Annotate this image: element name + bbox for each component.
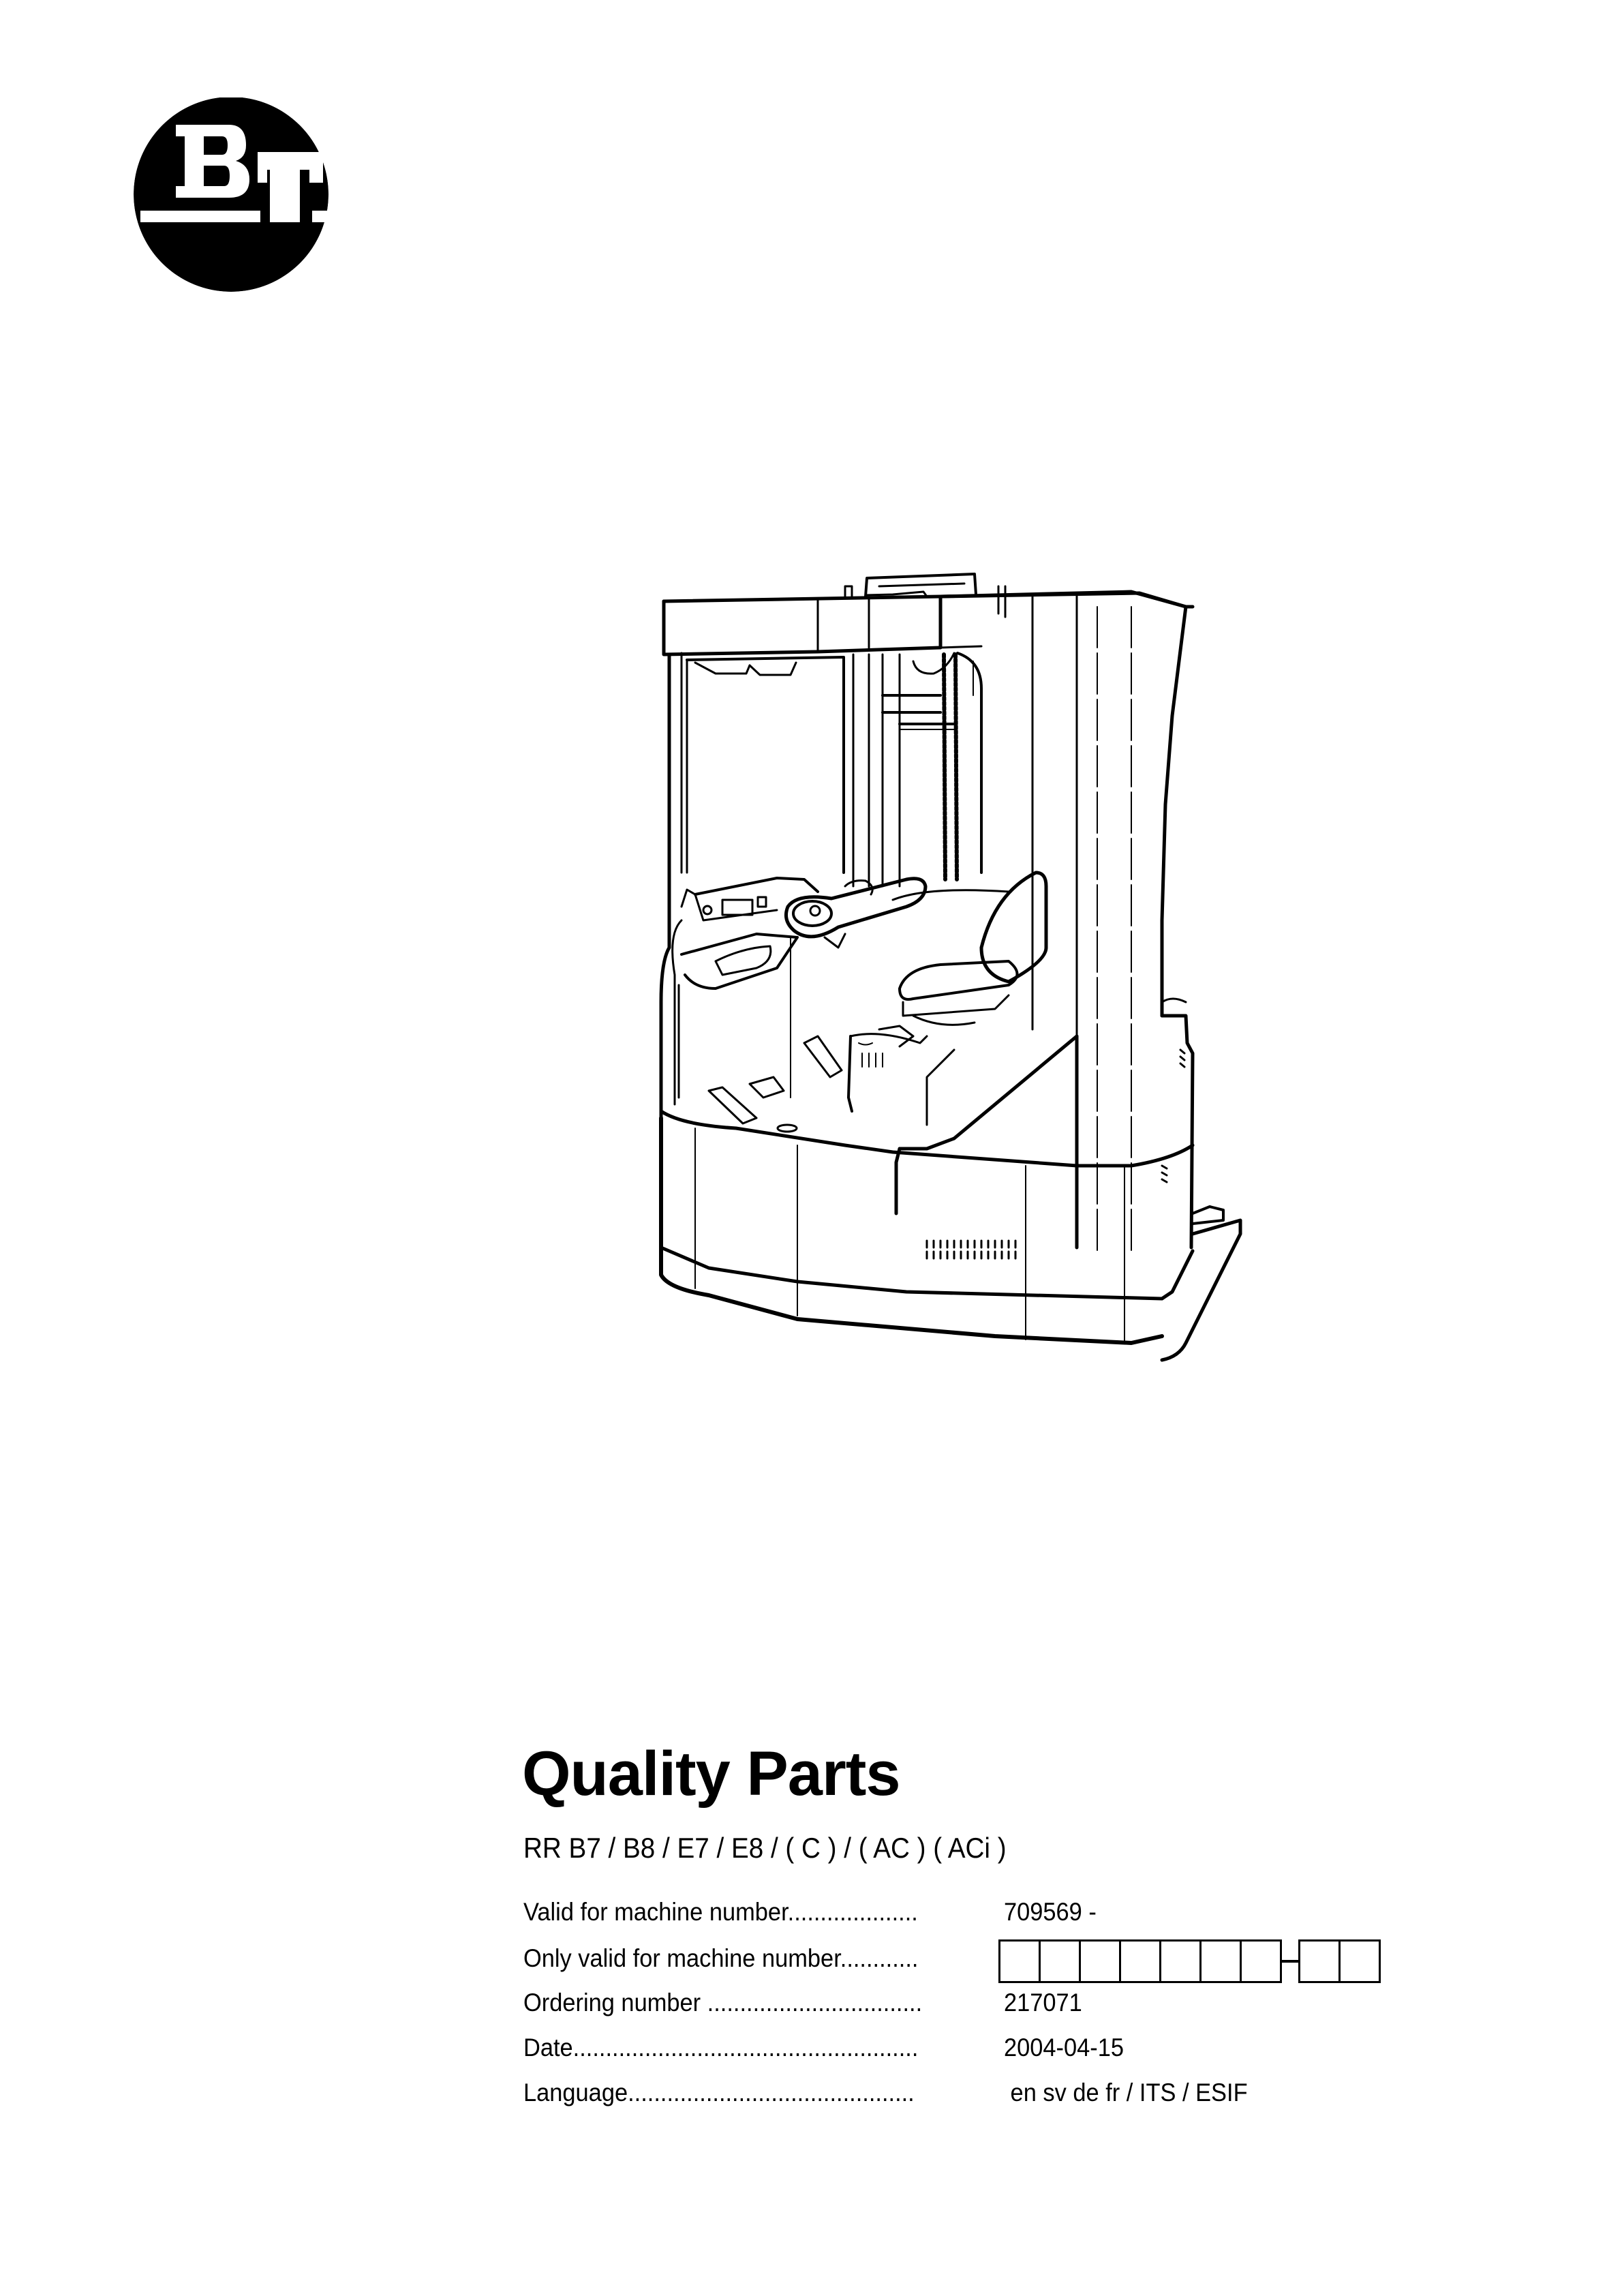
row-label: Language................................… — [523, 2079, 915, 2106]
row-label: Ordering number ........................… — [523, 1989, 923, 2016]
date-value: 2004-04-15 — [1004, 2034, 1124, 2061]
document-title: Quality Parts — [522, 1739, 901, 1809]
dash-separator — [1282, 1939, 1298, 1982]
row-label: Date....................................… — [523, 2034, 919, 2061]
row-valid-for-machine-number: Valid for machine number................… — [523, 1895, 1409, 1929]
language-value: en sv de fr / ITS / ESIF — [1004, 2079, 1248, 2106]
digit-box[interactable] — [1298, 1939, 1341, 1983]
reach-truck-illustration — [659, 573, 1242, 1362]
bt-logo — [134, 97, 331, 295]
row-date: Date....................................… — [523, 2031, 1409, 2065]
row-ordering-number: Ordering number ........................… — [523, 1986, 1409, 2020]
model-list: RR B7 / B8 / E7 / E8 / ( C ) / ( AC ) ( … — [523, 1832, 1007, 1864]
digit-box[interactable] — [1242, 1939, 1282, 1983]
digit-box[interactable] — [1121, 1939, 1161, 1983]
row-label: Only valid for machine number...........… — [523, 1944, 919, 1972]
digit-box[interactable] — [1081, 1939, 1121, 1983]
machine-number-entry-boxes[interactable] — [998, 1939, 1381, 1983]
digit-box[interactable] — [1202, 1939, 1242, 1983]
row-label: Valid for machine number................… — [523, 1898, 918, 1926]
row-language: Language................................… — [523, 2076, 1409, 2110]
digit-box[interactable] — [1041, 1939, 1081, 1983]
row-only-valid-for-machine-number: Only valid for machine number...........… — [523, 1939, 1409, 1983]
machine-number-value: 709569 - — [1004, 1898, 1097, 1926]
digit-box[interactable] — [1341, 1939, 1381, 1983]
ordering-number-value: 217071 — [1004, 1989, 1082, 2016]
digit-box[interactable] — [1161, 1939, 1202, 1983]
digit-box[interactable] — [998, 1939, 1041, 1983]
